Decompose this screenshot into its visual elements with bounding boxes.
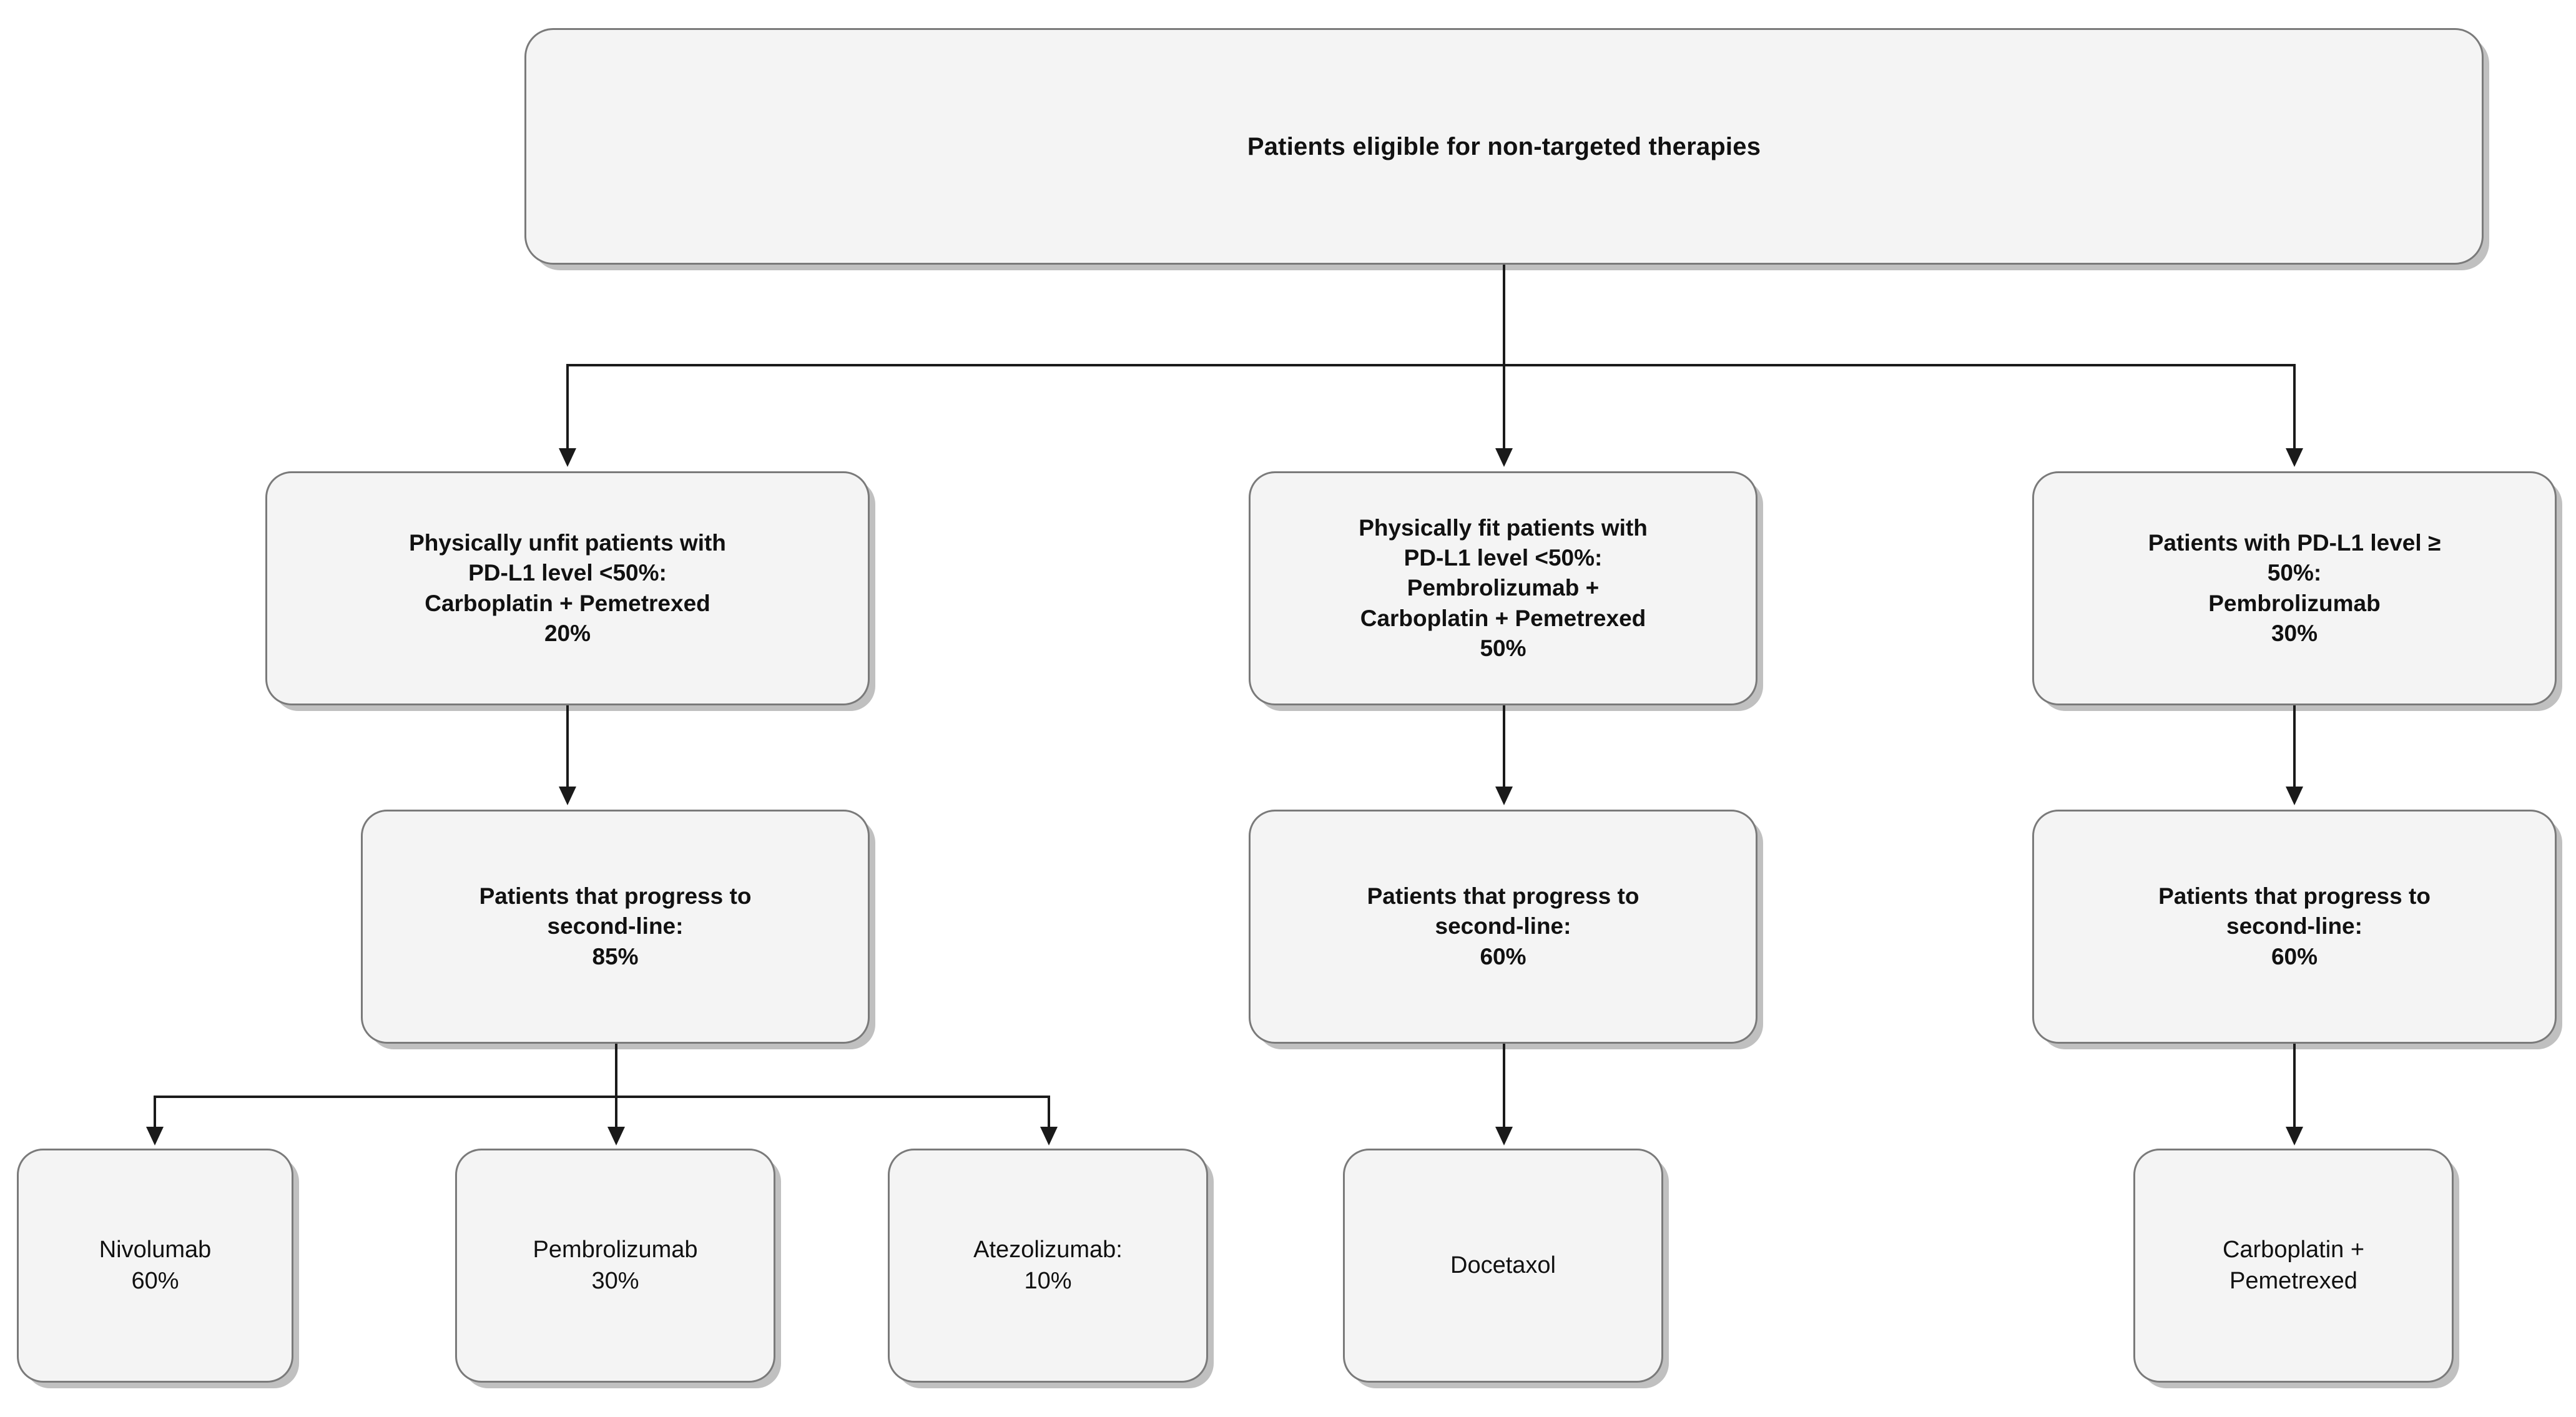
node-pembrolizumab-2l[interactable]: Pembrolizumab 30% bbox=[455, 1149, 775, 1383]
node-progress-right[interactable]: Patients that progress to second-line: 6… bbox=[2032, 810, 2557, 1044]
node-unfit-pdl1-low-label: Physically unfit patients with PD-L1 lev… bbox=[409, 530, 726, 646]
arrow-progressleft-to-atezolizumab bbox=[1040, 1127, 1058, 1145]
node-unfit-pdl1-low[interactable]: Physically unfit patients with PD-L1 lev… bbox=[265, 471, 870, 705]
node-progress-left[interactable]: Patients that progress to second-line: 8… bbox=[361, 810, 870, 1044]
node-atezolizumab-label: Atezolizumab: 10% bbox=[973, 1237, 1123, 1294]
connector-progressleft-fanbar bbox=[154, 1096, 1050, 1098]
connector-root-to-right-drop bbox=[2293, 364, 2296, 451]
arrow-progressleft-to-nivolumab bbox=[146, 1127, 164, 1145]
connector-progressright-to-carboplatin bbox=[2293, 1044, 2296, 1130]
connector-root-stem bbox=[1503, 265, 1505, 365]
node-pdl1-high[interactable]: Patients with PD-L1 level ≥ 50%: Pembrol… bbox=[2032, 471, 2557, 705]
arrow-root-to-left bbox=[559, 448, 576, 467]
node-atezolizumab[interactable]: Atezolizumab: 10% bbox=[888, 1149, 1208, 1383]
connector-progressleft-stem bbox=[615, 1044, 617, 1097]
connector-progressleft-to-nivolumab bbox=[154, 1096, 156, 1130]
node-fit-pdl1-low-label: Physically fit patients with PD-L1 level… bbox=[1359, 515, 1648, 661]
node-root-label: Patients eligible for non-targeted thera… bbox=[1247, 132, 1761, 160]
node-nivolumab-label: Nivolumab 60% bbox=[99, 1237, 212, 1294]
node-progress-middle[interactable]: Patients that progress to second-line: 6… bbox=[1249, 810, 1757, 1044]
arrow-root-to-right bbox=[2286, 448, 2303, 467]
connector-unfit-to-progress bbox=[566, 705, 569, 790]
arrow-progressmiddle-to-docetaxol bbox=[1495, 1127, 1513, 1145]
node-progress-left-label: Patients that progress to second-line: 8… bbox=[479, 883, 752, 969]
node-carboplatin-pemetrexed-2l-label: Carboplatin + Pemetrexed bbox=[2222, 1237, 2365, 1294]
connector-fit-to-progress bbox=[1503, 705, 1505, 790]
node-progress-right-label: Patients that progress to second-line: 6… bbox=[2158, 883, 2431, 969]
connector-root-to-left-drop bbox=[566, 364, 569, 451]
node-progress-middle-label: Patients that progress to second-line: 6… bbox=[1367, 883, 1639, 969]
node-docetaxol[interactable]: Docetaxol bbox=[1343, 1149, 1663, 1383]
connector-root-to-middle-drop bbox=[1503, 364, 1505, 451]
arrow-unfit-to-progress bbox=[559, 787, 576, 805]
node-root[interactable]: Patients eligible for non-targeted thera… bbox=[524, 28, 2484, 265]
node-pdl1-high-label: Patients with PD-L1 level ≥ 50%: Pembrol… bbox=[2148, 530, 2441, 646]
node-carboplatin-pemetrexed-2l[interactable]: Carboplatin + Pemetrexed bbox=[2133, 1149, 2454, 1383]
connector-root-fanbar bbox=[566, 364, 2296, 366]
arrow-fit-to-progress bbox=[1495, 787, 1513, 805]
node-fit-pdl1-low[interactable]: Physically fit patients with PD-L1 level… bbox=[1249, 471, 1757, 705]
arrow-pdl1high-to-progress bbox=[2286, 787, 2303, 805]
connector-progressleft-to-atezolizumab bbox=[1048, 1096, 1050, 1130]
arrow-root-to-middle bbox=[1495, 448, 1513, 467]
connector-progressmiddle-to-docetaxol bbox=[1503, 1044, 1505, 1130]
node-nivolumab[interactable]: Nivolumab 60% bbox=[17, 1149, 293, 1383]
arrow-progressleft-to-pembrolizumab bbox=[607, 1127, 625, 1145]
connector-progressleft-to-pembrolizumab bbox=[615, 1096, 617, 1130]
connector-pdl1high-to-progress bbox=[2293, 705, 2296, 790]
arrow-progressright-to-carboplatin bbox=[2286, 1127, 2303, 1145]
node-docetaxol-label: Docetaxol bbox=[1450, 1252, 1556, 1278]
node-pembrolizumab-2l-label: Pembrolizumab 30% bbox=[533, 1237, 698, 1294]
